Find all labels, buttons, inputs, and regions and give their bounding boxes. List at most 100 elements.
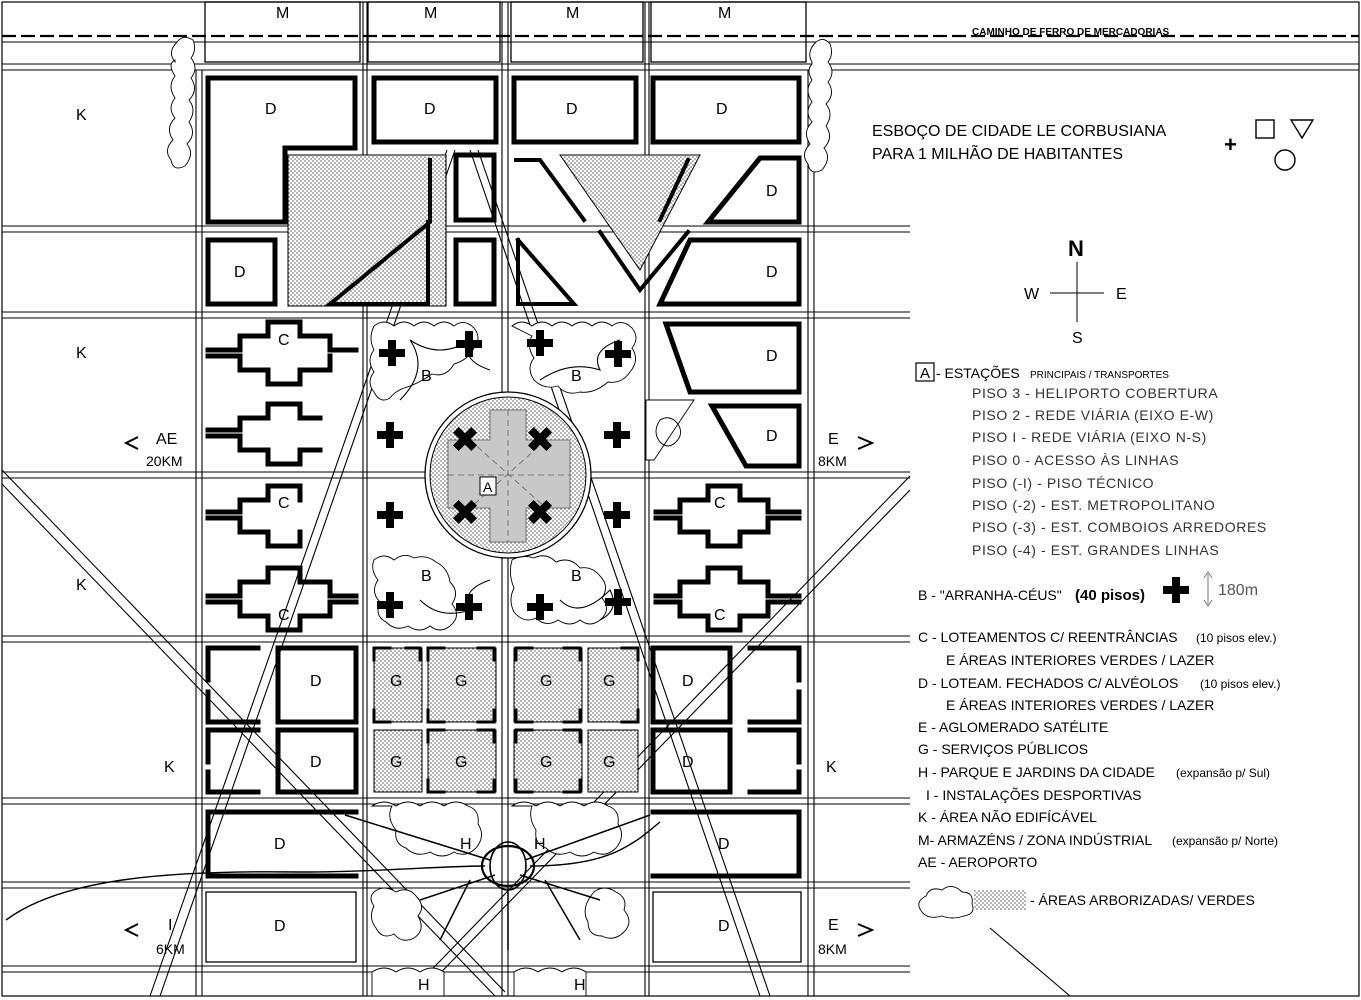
svg-text:B: B [421, 368, 432, 385]
svg-text:AE: AE [156, 431, 177, 448]
central-station [424, 391, 592, 559]
legend-d-note: (10 pisos elev.) [1200, 677, 1280, 691]
legend-h-text: H - PARQUE E JARDINS DA CIDADE [918, 764, 1155, 780]
g-blocks [372, 646, 640, 794]
lower-outer-blocks [205, 891, 802, 963]
warehouse-strips [204, 1, 807, 63]
legend-b-floors: (40 pisos) [1075, 587, 1145, 604]
svg-text:C: C [714, 607, 726, 624]
svg-text:C: C [278, 332, 290, 349]
svg-text:H: H [460, 836, 472, 853]
svg-text:G: G [540, 673, 552, 690]
legend-c-text: C - LOTEAMENTOS C/ REENTRÂNCIAS [918, 629, 1178, 645]
c-blocks [205, 319, 802, 633]
d-blocks [205, 75, 802, 469]
title-line-2: PARA 1 MILHÃO DE HABITANTES [872, 143, 1123, 163]
svg-text:E: E [828, 917, 839, 934]
svg-text:H: H [534, 836, 546, 853]
legend-piso: PISO (-3) - EST. COMBOIOS ARREDORES [972, 519, 1267, 535]
direction-markers: AE 20KM E 8KM I 6KM E 8KM [123, 431, 875, 957]
svg-text:K: K [76, 577, 87, 594]
legend-a-small: PRINCIPAIS / TRANSPORTES [1030, 370, 1169, 381]
svg-text:D: D [424, 101, 436, 118]
svg-text:K: K [76, 107, 87, 124]
svg-text:6KM: 6KM [156, 941, 185, 957]
legend-ae-text: AE - AEROPORTO [918, 854, 1037, 870]
shape-symbols [1255, 119, 1315, 171]
legend-piso: PISO I - REDE VIÁRIA (EIXO N-S) [972, 429, 1207, 445]
svg-text:C: C [278, 607, 290, 624]
svg-text:M: M [718, 5, 731, 22]
svg-text:M: M [424, 5, 437, 22]
legend-a-key: A [920, 365, 930, 382]
legend-b-height: 180m [1218, 582, 1258, 599]
legend-c-note: (10 pisos elev.) [1196, 631, 1276, 645]
svg-text:D: D [766, 264, 778, 281]
svg-text:D: D [310, 673, 322, 690]
svg-text:G: G [390, 754, 402, 771]
railway-label: CAMINHO DE FERRO DE MERCADORIAS [972, 27, 1170, 38]
title-line-1: ESBOÇO DE CIDADE LE CORBUSIANA [872, 123, 1167, 140]
compass-e: E [1116, 286, 1127, 303]
svg-text:K: K [826, 759, 837, 776]
svg-text:D: D [716, 101, 728, 118]
compass-w: W [1024, 286, 1040, 303]
d-blocks-lower [205, 645, 802, 879]
legend-piso: PISO 2 - REDE VIÁRIA (EIXO E-W) [972, 407, 1214, 423]
railway-line [2, 34, 1359, 43]
edge-line [989, 927, 1071, 997]
legend-m-note: (expansão p/ Norte) [1172, 834, 1278, 848]
svg-text:B: B [571, 568, 582, 585]
legend-a-text: - ESTAÇÕES [936, 365, 1020, 381]
label-a-station: A [483, 479, 493, 495]
legend-green-text: - ÁREAS ARBORIZADAS/ VERDES [1030, 892, 1255, 908]
svg-text:D: D [718, 918, 730, 935]
legend-d-text2: E ÁREAS INTERIORES VERDES / LAZER [946, 697, 1214, 713]
svg-text:D: D [265, 101, 277, 118]
legend-d-text: D - LOTEAM. FECHADOS C/ ALVÉOLOS [918, 675, 1178, 691]
svg-text:G: G [603, 754, 615, 771]
svg-text:G: G [390, 673, 402, 690]
compass-rose [1050, 262, 1104, 322]
legend-h-note: (expansão p/ Sul) [1176, 766, 1270, 780]
svg-text:D: D [274, 918, 286, 935]
m-labels: M M M M [276, 5, 731, 22]
svg-text:D: D [766, 428, 778, 445]
map-letters: K K K K K D D D D D D D D D D D D D D D … [76, 101, 837, 994]
legend-tree-symbol [918, 886, 974, 919]
svg-text:G: G [455, 754, 467, 771]
legend-m-text: M- ARMAZÉNS / ZONA INDÚSTRIAL [918, 832, 1152, 848]
compass-s: S [1072, 330, 1083, 347]
h-parks [5, 801, 661, 997]
svg-text:K: K [76, 345, 87, 362]
svg-text:D: D [718, 836, 730, 853]
legend-c-text2: E ÁREAS INTERIORES VERDES / LAZER [946, 652, 1214, 668]
legend-e-text: E - AGLOMERADO SATÉLITE [918, 719, 1108, 735]
legend-dotted-symbol [974, 890, 1026, 910]
legend-g-text: G - SERVIÇOS PÚBLICOS [918, 741, 1088, 757]
svg-text:D: D [682, 754, 694, 771]
svg-text:M: M [566, 5, 579, 22]
svg-text:B: B [421, 568, 432, 585]
legend-piso: PISO 0 - ACESSO ÀS LINHAS [972, 452, 1179, 468]
svg-text:D: D [682, 673, 694, 690]
svg-text:D: D [234, 264, 246, 281]
legend-b-text: B - "ARRANHA-CÉUS" [918, 587, 1062, 603]
svg-text:G: G [603, 673, 615, 690]
svg-text:H: H [418, 977, 430, 994]
svg-text:D: D [274, 836, 286, 853]
svg-text:8KM: 8KM [818, 941, 847, 957]
svg-text:D: D [566, 101, 578, 118]
svg-text:G: G [455, 673, 467, 690]
svg-text:B: B [571, 368, 582, 385]
svg-text:D: D [766, 348, 778, 365]
legend-piso: PISO (-4) - EST. GRANDES LINHAS [972, 542, 1219, 558]
svg-text:20KM: 20KM [146, 453, 183, 469]
svg-text:K: K [164, 759, 175, 776]
legend-piso: PISO (-2) - EST. METROPOLITANO [972, 497, 1215, 513]
legend-i-text: I - INSTALAÇÕES DESPORTIVAS [926, 787, 1142, 803]
legend-k-text: K - ÁREA NÃO EDIFÍCÁVEL [918, 809, 1097, 825]
svg-text:H: H [574, 977, 586, 994]
svg-text:8KM: 8KM [818, 453, 847, 469]
